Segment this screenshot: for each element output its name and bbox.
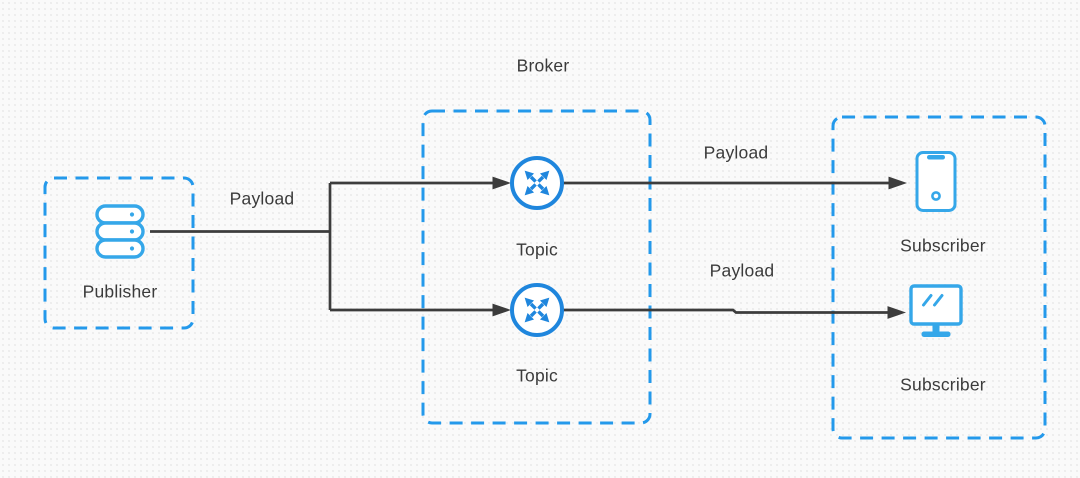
payload-label-bottom: Payload	[709, 260, 775, 281]
subscriber-group-box	[831, 115, 1047, 440]
subscriber-1-label: Subscriber	[900, 235, 986, 256]
topic-1-label: Topic	[516, 239, 558, 260]
publisher-group-box	[43, 176, 195, 330]
edge-topic2-to-subscriber2	[563, 308, 888, 314]
server-stack-icon	[95, 204, 145, 259]
router-broadcast-icon-topic-2	[510, 283, 564, 337]
payload-label-top: Payload	[703, 142, 769, 163]
topic-2-label: Topic	[516, 365, 558, 386]
arrowhead-subscriber-1	[888, 176, 907, 190]
subscriber-2-label: Subscriber	[900, 374, 986, 395]
smartphone-icon	[915, 151, 957, 212]
monitor-icon	[909, 284, 963, 337]
publisher-label: Publisher	[82, 281, 158, 302]
arrowhead-topic-2	[492, 303, 511, 317]
arrowhead-subscriber-2	[887, 306, 906, 319]
router-broadcast-icon-topic-1	[510, 156, 564, 210]
payload-label-trunk: Payload	[229, 188, 295, 209]
broker-group-title: Broker	[516, 55, 570, 76]
broker-group-box	[421, 109, 652, 425]
arrowhead-topic-1	[492, 176, 511, 190]
